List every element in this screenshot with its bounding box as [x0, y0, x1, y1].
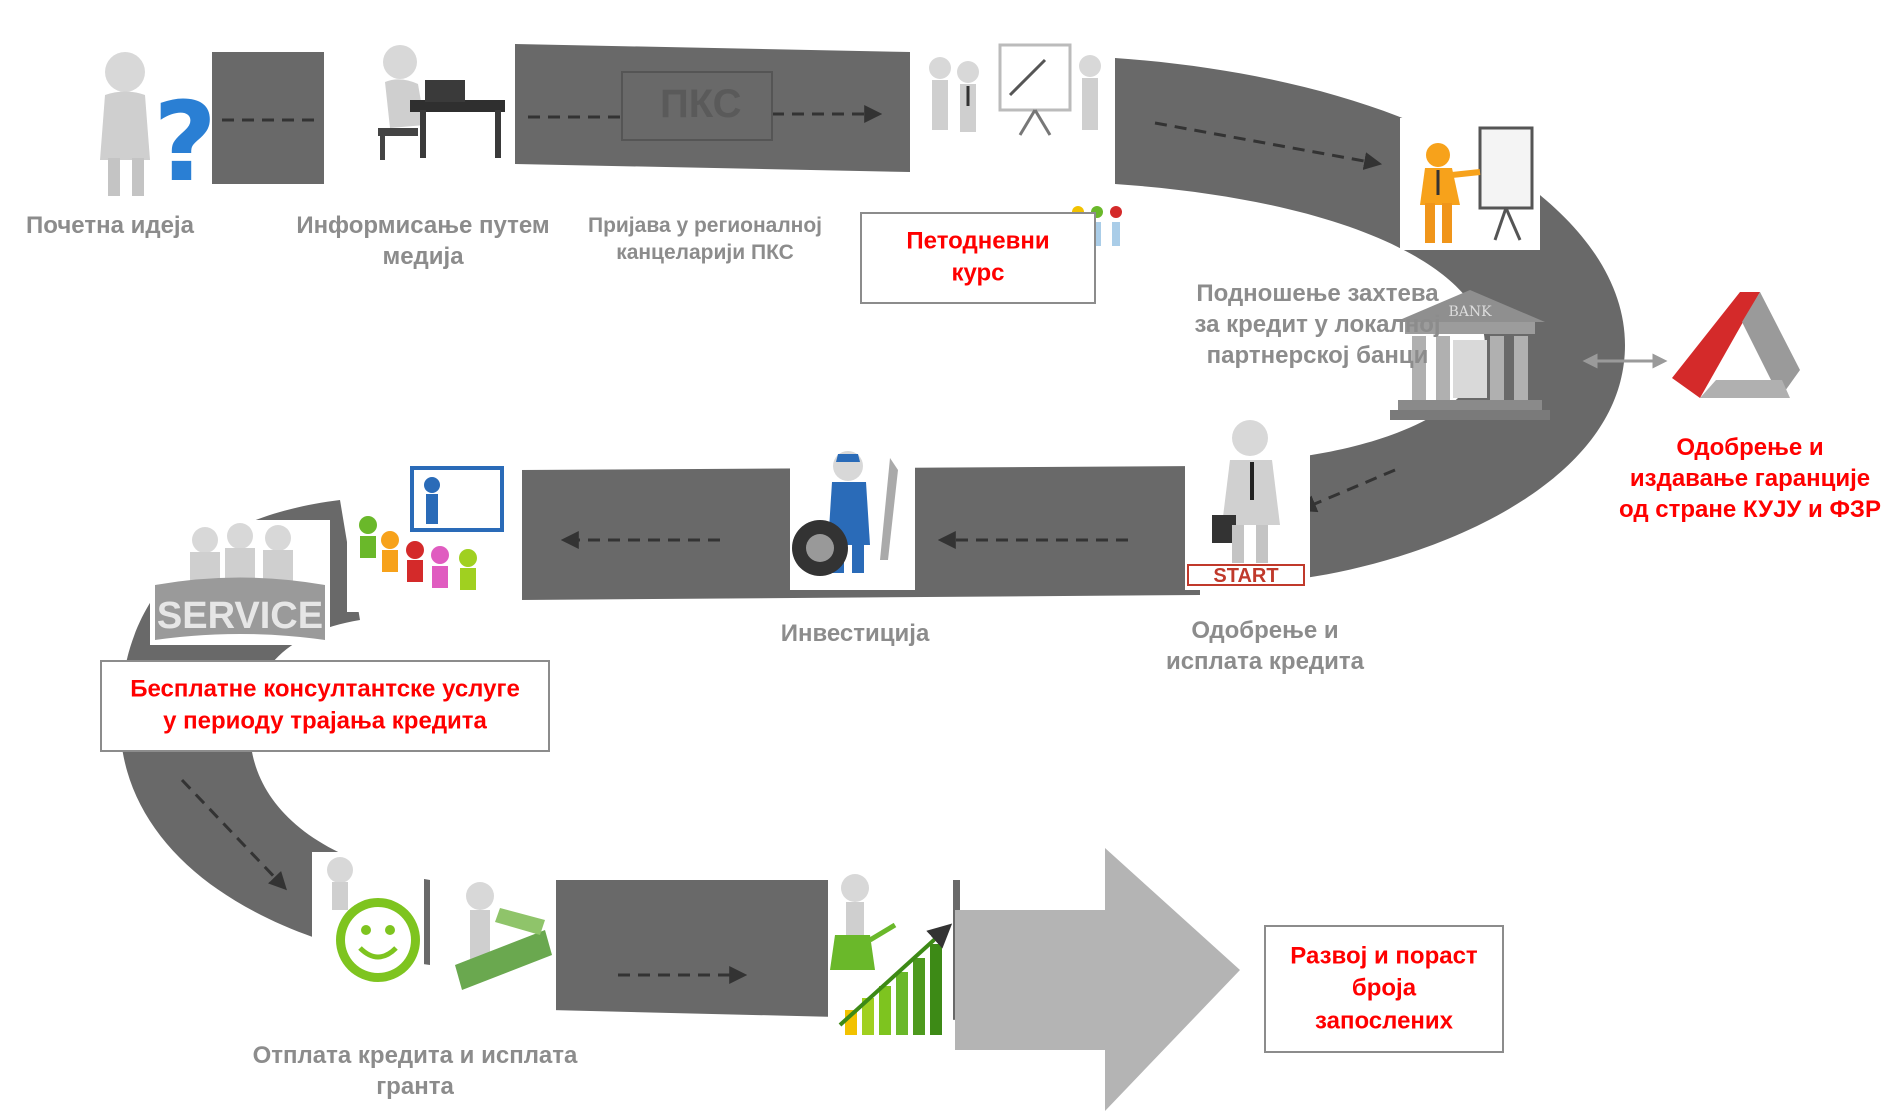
direction-arrows	[180, 105, 1396, 984]
step-media-label: Информисање путем медија	[278, 210, 568, 272]
step-repayment-line1: Отплата кредита и исплата	[252, 1042, 578, 1069]
step-guarantee-line3: од стране КУЈУ и ФЗР	[1619, 496, 1881, 524]
classroom-training-icon	[359, 466, 504, 590]
start-sign-text: START	[1213, 565, 1278, 587]
step-course-box: Петодневни курс	[860, 212, 1096, 304]
step-consulting-line1: Бесплатне консултантске услуге	[130, 675, 520, 703]
service-sign-text: SERVICE	[157, 595, 323, 637]
step-idea-label: Почетна идеја	[5, 210, 215, 241]
step-guarantee-label: Одобрење и издавање гаранције од стране …	[1605, 432, 1895, 526]
presentation-group-icon	[929, 43, 1101, 136]
step-media-line1: Информисање путем	[296, 212, 550, 239]
step-disbursement-line1: Одобрење и	[1191, 617, 1339, 644]
step-consulting-text: Бесплатне консултантске услуге у периоду…	[102, 674, 548, 739]
step-growth-line1: Развој и пораст	[1290, 942, 1478, 970]
money-roll-icon	[455, 882, 552, 990]
step-pks-line1: Пријава у регионалној	[587, 214, 823, 237]
dash-arrow-5	[1298, 468, 1396, 513]
dash-arrow-4	[1154, 121, 1383, 170]
presenter-board-icon	[1420, 126, 1534, 243]
step-guarantee-line2: издавање гаранције	[1629, 465, 1871, 493]
step-growth-line2: броја	[1351, 974, 1417, 1002]
smiley-person-icon	[327, 857, 420, 982]
mechanic-tire-icon	[792, 451, 898, 576]
step-growth-text: Развој и пораст броја запослених	[1266, 940, 1502, 1037]
step-disbursement-line2: исплата кредита	[1165, 648, 1365, 676]
watering-growth-chart-icon	[830, 874, 953, 1035]
step-growth-box: Развој и пораст броја запослених	[1264, 925, 1504, 1053]
step-application-label: Подношење захтева за кредит у локалној п…	[1160, 278, 1475, 372]
svg-text:?: ?	[153, 78, 217, 206]
businessman-start-icon: START	[1187, 420, 1305, 587]
bank-sign-text: BANK	[1448, 304, 1492, 320]
final-arrow	[955, 848, 1240, 1111]
step-application-line3: партнерској банци	[1206, 342, 1429, 370]
step-consulting-box: Бесплатне консултантске услуге у периоду…	[100, 660, 550, 752]
step-consulting-line2: у периоду трајања кредита	[163, 708, 487, 735]
step-investment-label: Инвестиција	[730, 618, 980, 649]
step-media-line2: медија	[382, 243, 464, 271]
pks-road-sign: ПКС	[660, 82, 742, 126]
bank-building-icon: BANK	[1390, 290, 1550, 420]
guarantee-fund-logo-icon	[1672, 292, 1800, 398]
step-disbursement-label: Одобрење и исплата кредита	[1130, 615, 1400, 677]
thinking-person-question-icon: ?	[100, 52, 217, 206]
step-application-line1: Подношење захтева	[1196, 280, 1439, 307]
step-growth-line3: запослених	[1314, 1007, 1454, 1035]
step-repayment-line2: гранта	[376, 1073, 454, 1101]
service-desk-icon: SERVICE	[155, 523, 325, 640]
step-idea-text: Почетна идеја	[26, 212, 194, 239]
person-at-desk-icon	[378, 45, 505, 160]
step-guarantee-line1: Одобрење и	[1676, 434, 1824, 461]
step-investment-text: Инвестиција	[780, 620, 930, 647]
step-pks-line2: канцеларији ПКС	[616, 241, 794, 265]
step-course-line2: курс	[951, 260, 1005, 287]
step-course-line1: Петодневни	[906, 227, 1050, 255]
dash-arrow-8	[180, 778, 287, 891]
road-segment-1	[212, 52, 324, 184]
pks-sign-box	[621, 71, 773, 141]
step-repayment-label: Отплата кредита и исплата гранта	[225, 1040, 605, 1102]
step-pks-label: Пријава у регионалној канцеларији ПКС	[565, 212, 845, 267]
step-application-line2: за кредит у локалној	[1194, 311, 1441, 339]
step-course-text: Петодневни курс	[862, 226, 1094, 291]
